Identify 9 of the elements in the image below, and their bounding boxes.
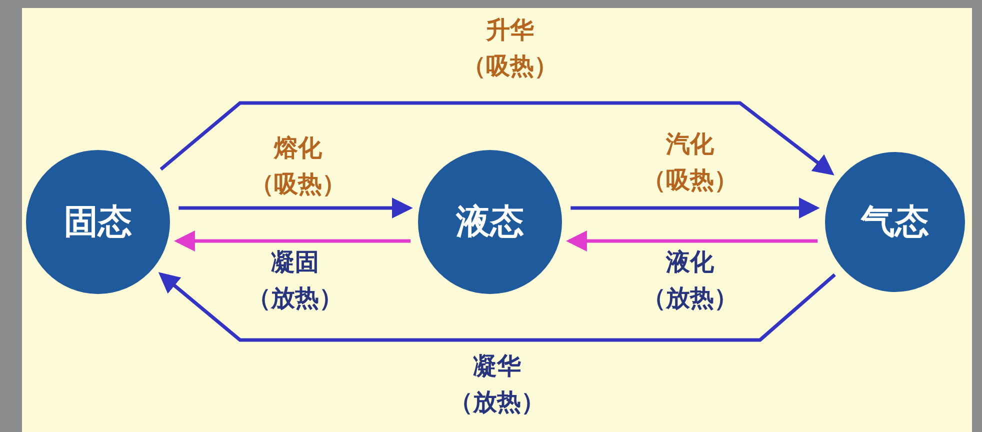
arrow bbox=[174, 230, 411, 252]
arrow bbox=[570, 198, 820, 218]
arrow bbox=[158, 272, 836, 342]
state-label: 液态 bbox=[456, 200, 524, 244]
arrow bbox=[178, 198, 413, 218]
state-label: 气态 bbox=[861, 200, 929, 244]
arrow bbox=[160, 101, 834, 176]
arrow bbox=[566, 230, 818, 252]
state-label: 固态 bbox=[64, 200, 132, 244]
